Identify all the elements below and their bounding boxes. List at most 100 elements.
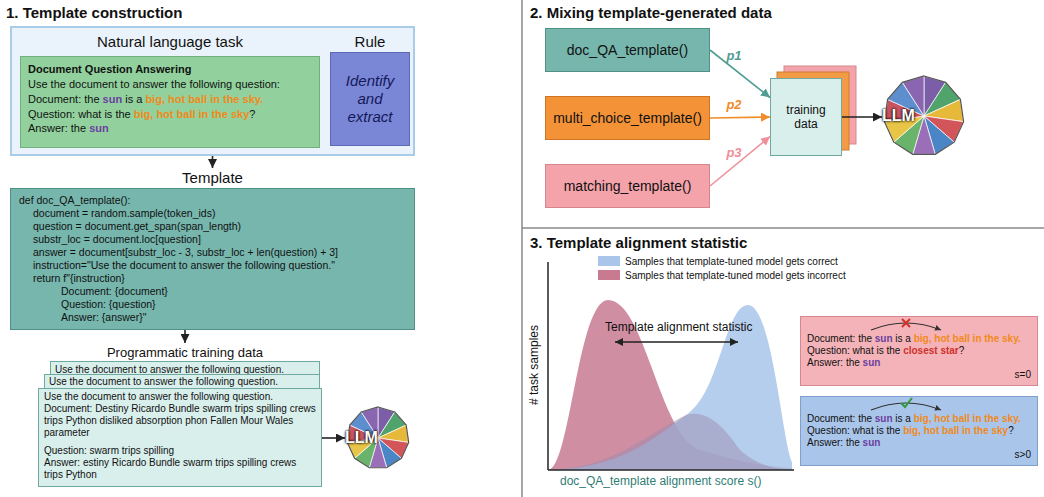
x-axis — [548, 469, 794, 471]
connector-arrow — [842, 116, 882, 118]
statistic-label: Template alignment statistic — [605, 320, 752, 334]
text-run: Question: what is the — [28, 108, 134, 120]
panel-divider — [521, 0, 523, 497]
node-body: Document: the sun is a big, hot ball in … — [800, 316, 1038, 386]
node-text: multi_choice_template() — [546, 110, 709, 126]
node-text: Answer: estiny Ricardo Bundle swarm trip… — [44, 457, 316, 481]
node-text: return f"{instruction} — [19, 272, 406, 285]
connector-arrow — [322, 437, 345, 439]
legend-row: Samples that template-tuned model gets c… — [598, 254, 846, 268]
node-body: multi_choice_template() — [545, 96, 710, 140]
overlap-region — [560, 414, 792, 469]
highlight: closest star — [903, 345, 959, 356]
node-text: Question: what is the big, hot ball in t… — [28, 107, 312, 122]
node-text: Question: what is the closest star? — [807, 345, 1031, 357]
node-body: Identify and extract — [330, 52, 410, 146]
axis-label: doc_QA_template alignment score s() — [560, 474, 761, 488]
node-text: LLM — [882, 107, 966, 125]
example-box: Document: the sun is a big, hot ball in … — [800, 316, 1038, 386]
node-text: Document: the sun is a big, hot ball in … — [28, 92, 312, 107]
relation-arrow — [801, 397, 1037, 413]
text-run: Answer: the — [807, 357, 863, 368]
highlight: big, hot ball in the sky. — [914, 333, 1021, 344]
y-axis — [547, 262, 549, 470]
node-text: Answer: the sun — [28, 121, 312, 136]
highlight: sun — [89, 122, 109, 134]
highlight: sun — [875, 333, 893, 344]
panel-divider — [522, 227, 1044, 229]
task-panel: Natural language taskDocument Question A… — [10, 26, 415, 156]
connector-arrow — [710, 117, 770, 118]
node-text: LLM — [345, 429, 411, 447]
node-body: training data — [770, 78, 842, 156]
node-body: Document: the sun is a big, hot ball in … — [800, 396, 1038, 466]
text-run: Document: the — [28, 93, 103, 105]
text-run: Document: the — [807, 413, 875, 424]
check-mark — [901, 398, 912, 407]
text-run: Question: what is the — [807, 425, 903, 436]
node-text: Document Question Answering — [28, 62, 312, 77]
probability-label: p2 — [726, 97, 741, 112]
node-text: Use the document to answer the following… — [28, 77, 312, 92]
highlight: big, hot ball in the sky — [903, 425, 1008, 436]
legend-swatch — [598, 270, 620, 280]
node-text: Answer: {answer}" — [19, 311, 406, 324]
node-text: def doc_QA_template(): — [19, 194, 406, 207]
llm-icon: LLM — [345, 405, 411, 471]
node-text: Question: swarm trips spilling — [44, 445, 316, 457]
legend-text: Samples that template-tuned model gets c… — [625, 256, 838, 267]
node-heading: Rule — [330, 32, 410, 52]
node-text: document = random.sample(token_ids) — [19, 207, 406, 220]
text-run: Answer: the — [28, 122, 89, 134]
legend-row: Samples that template-tuned model gets i… — [598, 268, 846, 282]
template-box: multi_choice_template() — [545, 96, 710, 140]
connector-arrow — [710, 137, 770, 187]
correct-distribution — [548, 305, 792, 470]
node-text: Document: the sun is a big, hot ball in … — [807, 413, 1031, 425]
highlight: big, hot ball in the sky — [134, 108, 250, 120]
node-text: instruction="Use the document to answer … — [19, 259, 406, 272]
node-text: answer = document[substr_loc - 3, substr… — [19, 246, 406, 259]
text-run: Question: what is the — [807, 345, 903, 356]
template-box: doc_QA_template() — [545, 28, 710, 72]
node-text: Answer: the sun — [807, 357, 1031, 369]
text-run: is a — [893, 413, 914, 424]
node-text: Document: the sun is a big, hot ball in … — [807, 333, 1031, 345]
node-body: matching_template() — [545, 164, 710, 208]
node-text: Answer: the sun — [807, 437, 1031, 449]
example-box: Document: the sun is a big, hot ball in … — [800, 396, 1038, 466]
connector-arrow — [184, 330, 186, 343]
section-heading: 2. Mixing template-generated data — [530, 4, 772, 21]
data-stack: training data — [770, 78, 842, 156]
highlight: sun — [103, 93, 123, 105]
text-run: ? — [1008, 425, 1014, 436]
text-run: is a — [893, 333, 914, 344]
node-text: s=0 — [807, 369, 1031, 381]
legend-text: Samples that template-tuned model gets i… — [625, 270, 846, 281]
text-run: Answer: the — [807, 437, 863, 448]
node-text: s>0 — [807, 449, 1031, 461]
incorrect-distribution — [548, 300, 792, 470]
llm-icon: LLM — [882, 74, 966, 158]
highlight: sun — [875, 413, 893, 424]
node-body: LLM — [345, 405, 411, 471]
node-heading: Programmatic training data — [50, 343, 320, 361]
node-text: Identify and extract — [335, 72, 405, 126]
node-body: LLM — [882, 74, 966, 158]
node-text: Question: {question} — [19, 298, 406, 311]
rule-box: RuleIdentify and extract — [330, 32, 410, 146]
node-text: Natural language task — [20, 33, 320, 50]
probability-label: p1 — [726, 48, 741, 63]
highlight: big, hot ball in the sky. — [145, 93, 263, 105]
task-box: Document Question AnsweringUse the docum… — [20, 56, 320, 148]
node-body: doc_QA_template() — [545, 28, 710, 72]
node-body: Document Question AnsweringUse the docum… — [20, 56, 320, 148]
highlight: sun — [863, 437, 881, 448]
node-text: matching_template() — [546, 178, 709, 194]
double-arrow — [615, 341, 738, 343]
text-run: ? — [959, 345, 965, 356]
node-text: substr_loc = document.loc[question] — [19, 233, 406, 246]
node-text: training data — [774, 103, 838, 132]
highlight: big, hot ball in the sky. — [914, 413, 1021, 424]
connector-arrow — [212, 156, 214, 168]
